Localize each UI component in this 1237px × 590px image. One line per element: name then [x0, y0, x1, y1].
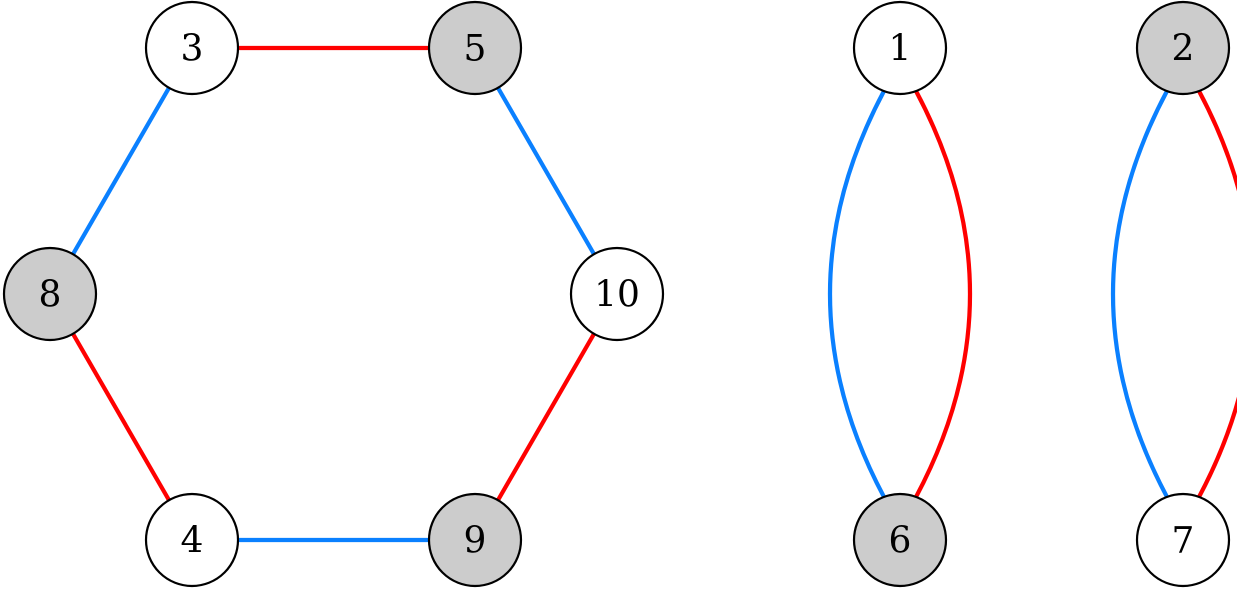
edge-10-9-red: [473, 292, 619, 542]
edge-4-8-red: [48, 292, 194, 542]
edge-2-7-blue: [1110, 90, 1169, 498]
node-circle-5: [427, 0, 523, 96]
node-2: 2: [1135, 0, 1231, 96]
node-circle-2: [1135, 0, 1231, 96]
node-label-4: 4: [181, 521, 204, 562]
node-label-5: 5: [464, 29, 487, 70]
node-label-10: 10: [594, 275, 640, 316]
node-circle-1: [852, 0, 948, 96]
edge-layer: [48, 45, 1237, 543]
node-label-3: 3: [181, 29, 204, 70]
node-label-7: 7: [1172, 521, 1195, 562]
edge-2-7-red: [1197, 90, 1237, 498]
edge-1-6-red: [914, 90, 973, 498]
edge-8-3-blue: [48, 46, 194, 296]
node-3: 3: [144, 0, 240, 96]
node-5: 5: [427, 0, 523, 96]
node-7: 7: [1135, 492, 1231, 588]
node-9: 9: [427, 492, 523, 588]
node-label-6: 6: [889, 521, 912, 562]
node-label-2: 2: [1172, 29, 1195, 70]
node-circle-7: [1135, 492, 1231, 588]
node-circle-6: [852, 492, 948, 588]
node-4: 4: [144, 492, 240, 588]
node-circle-9: [427, 492, 523, 588]
edge-5-10-blue: [473, 46, 619, 296]
node-6: 6: [852, 492, 948, 588]
node-label-9: 9: [464, 521, 487, 562]
node-circle-3: [144, 0, 240, 96]
node-8: 8: [2, 246, 98, 342]
node-label-8: 8: [39, 275, 62, 316]
node-10: 10: [569, 246, 665, 342]
node-label-1: 1: [889, 29, 912, 70]
node-1: 1: [852, 0, 948, 96]
node-circle-4: [144, 492, 240, 588]
edge-1-6-blue: [827, 90, 886, 498]
node-circle-10: [569, 246, 665, 342]
node-circle-8: [2, 246, 98, 342]
